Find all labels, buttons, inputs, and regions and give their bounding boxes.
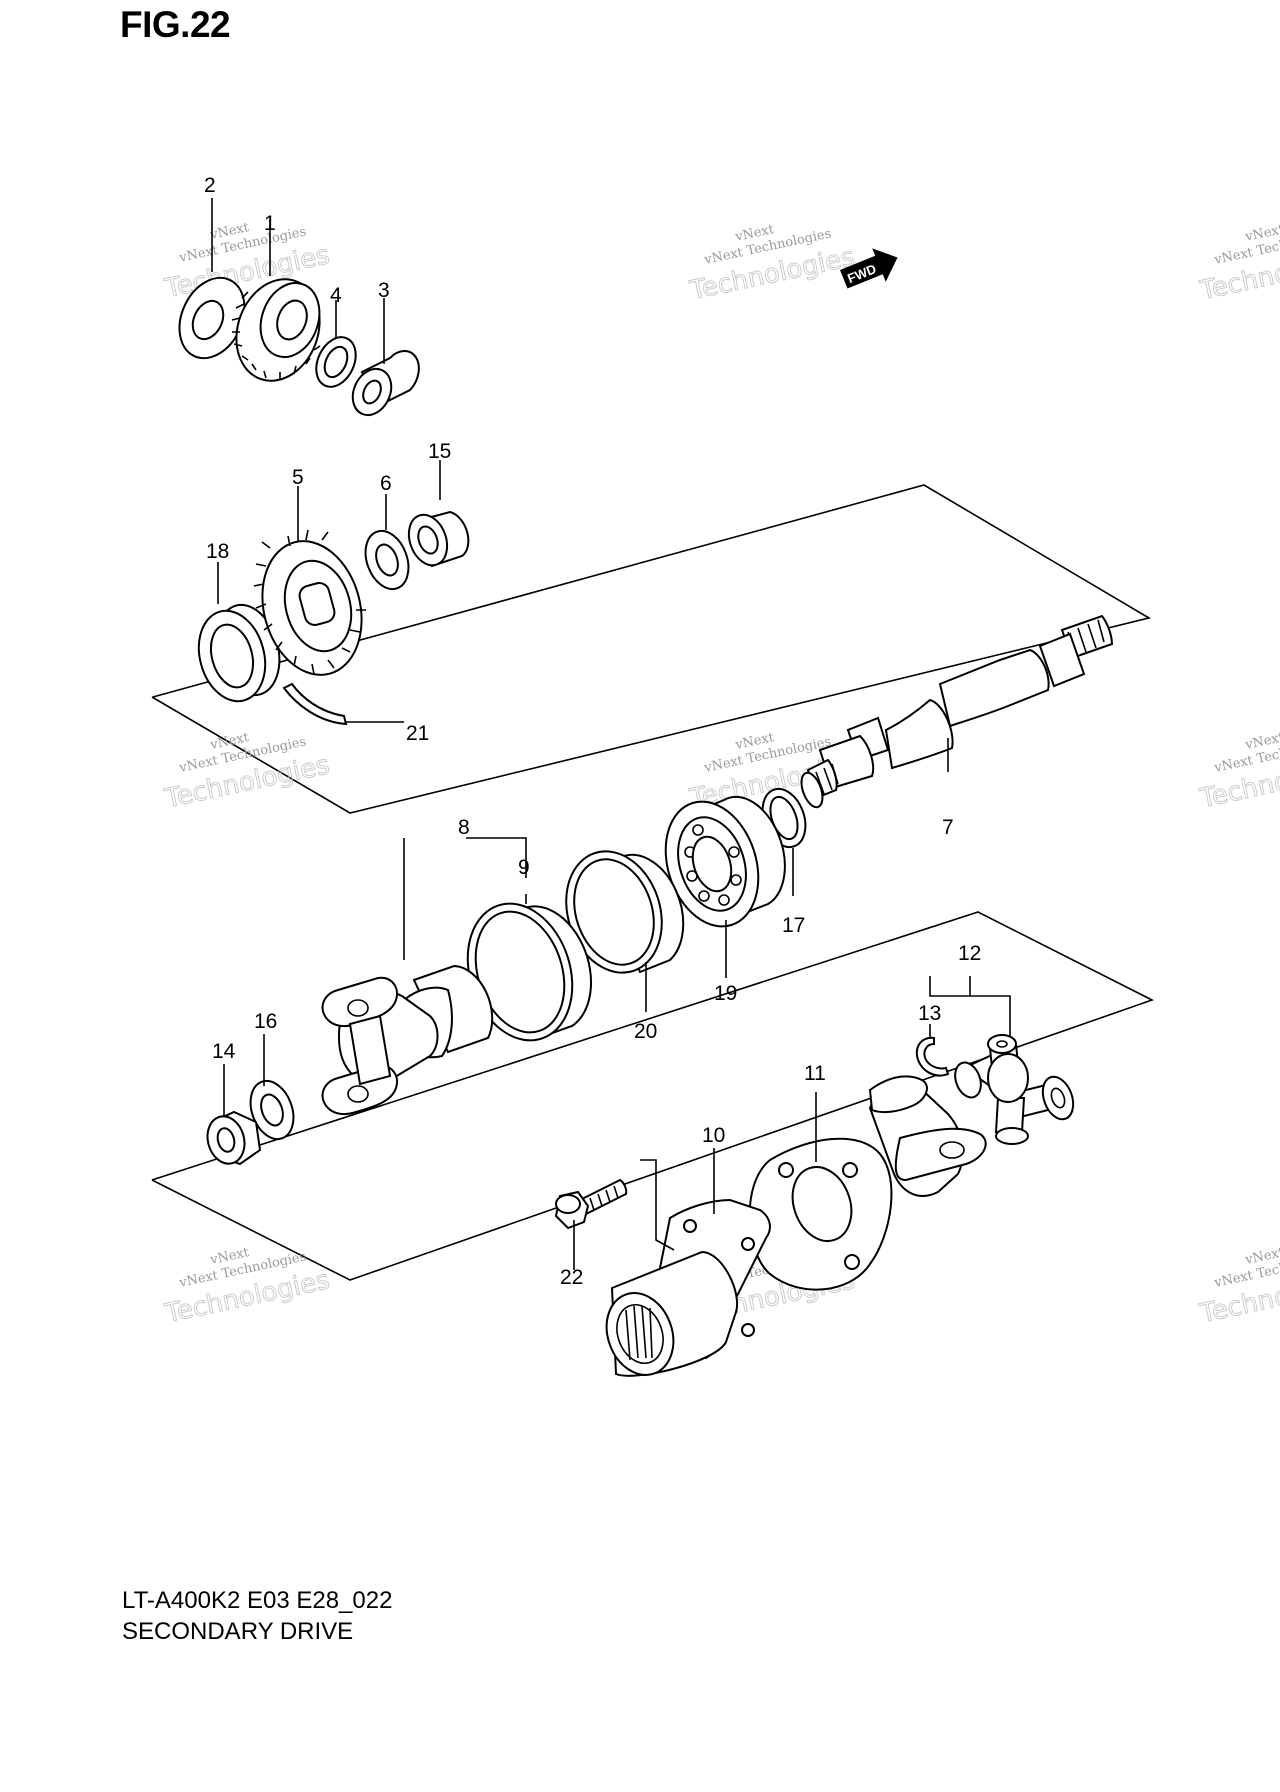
callout-12: 12 — [958, 942, 981, 965]
callout-4: 4 — [330, 284, 342, 307]
assembly-frame-lower — [151, 911, 1155, 1281]
part-5-driven-gear — [253, 529, 366, 676]
part-13-circlip — [915, 1036, 950, 1077]
part-3-bearing — [351, 349, 420, 417]
callout-6: 6 — [380, 472, 392, 495]
part-14-nut — [206, 1110, 262, 1166]
svg-text:vNext: vNext — [1243, 222, 1280, 245]
part-1-bevel-gear — [231, 278, 321, 382]
figure-title: FIG.22 — [120, 4, 231, 45]
callout-15: 15 — [428, 440, 451, 463]
callout-11: 11 — [804, 1062, 826, 1085]
callout-17: 17 — [782, 914, 805, 937]
part-16-washer — [249, 1079, 295, 1141]
callout-21: 21 — [406, 722, 429, 745]
callout-1: 1 — [264, 212, 276, 235]
part-10-companion-flange — [605, 1198, 771, 1377]
part-20-seal — [565, 850, 685, 974]
callout-18: 18 — [206, 540, 229, 563]
part-8-universal-yoke — [321, 964, 494, 1116]
model-code: LT-A400K2 E03 E28_022 — [122, 1587, 393, 1614]
callout-20: 20 — [634, 1020, 657, 1043]
part-21-circlip — [282, 682, 348, 726]
callout-10: 10 — [702, 1124, 725, 1147]
callout-9: 9 — [518, 856, 530, 879]
part-7-secondary-shaft — [800, 614, 1114, 809]
callout-7: 7 — [942, 816, 954, 839]
assembly-frame-upper — [151, 484, 1152, 814]
callout-3: 3 — [378, 279, 390, 302]
part-9-dust-seal — [466, 902, 593, 1042]
part-6-shim — [364, 529, 410, 591]
part-2-washer — [178, 276, 246, 360]
callout-5: 5 — [292, 466, 304, 489]
fwd-arrow-badge: FWD — [840, 248, 898, 289]
svg-text:vNext: vNext — [1243, 730, 1280, 753]
callout-22: 22 — [560, 1266, 583, 1289]
callout-16: 16 — [254, 1010, 277, 1033]
callout-19: 19 — [714, 982, 737, 1005]
svg-text:vNext: vNext — [1243, 1245, 1280, 1268]
part-19-ball-bearing — [664, 795, 786, 928]
callout-13: 13 — [918, 1002, 941, 1025]
leader-lines — [211, 198, 1011, 1270]
part-4-shim — [315, 336, 357, 388]
section-name: SECONDARY DRIVE — [122, 1618, 354, 1645]
part-22-bolt — [554, 1178, 628, 1230]
callout-8: 8 — [458, 816, 470, 839]
part-12-universal-joint — [954, 1034, 1075, 1145]
diagram-caption: LT-A400K2 E03 E28_022 SECONDARY DRIVE — [122, 1585, 392, 1647]
part-18-needle-bearing — [197, 603, 281, 703]
part-11-flange-yoke — [748, 1075, 987, 1291]
part-15-bearing — [407, 510, 470, 568]
callout-2: 2 — [204, 174, 216, 197]
callout-14: 14 — [212, 1040, 236, 1063]
callout-labels: 2 1 4 3 15 5 6 18 21 7 8 9 17 19 20 12 1… — [204, 174, 981, 1289]
